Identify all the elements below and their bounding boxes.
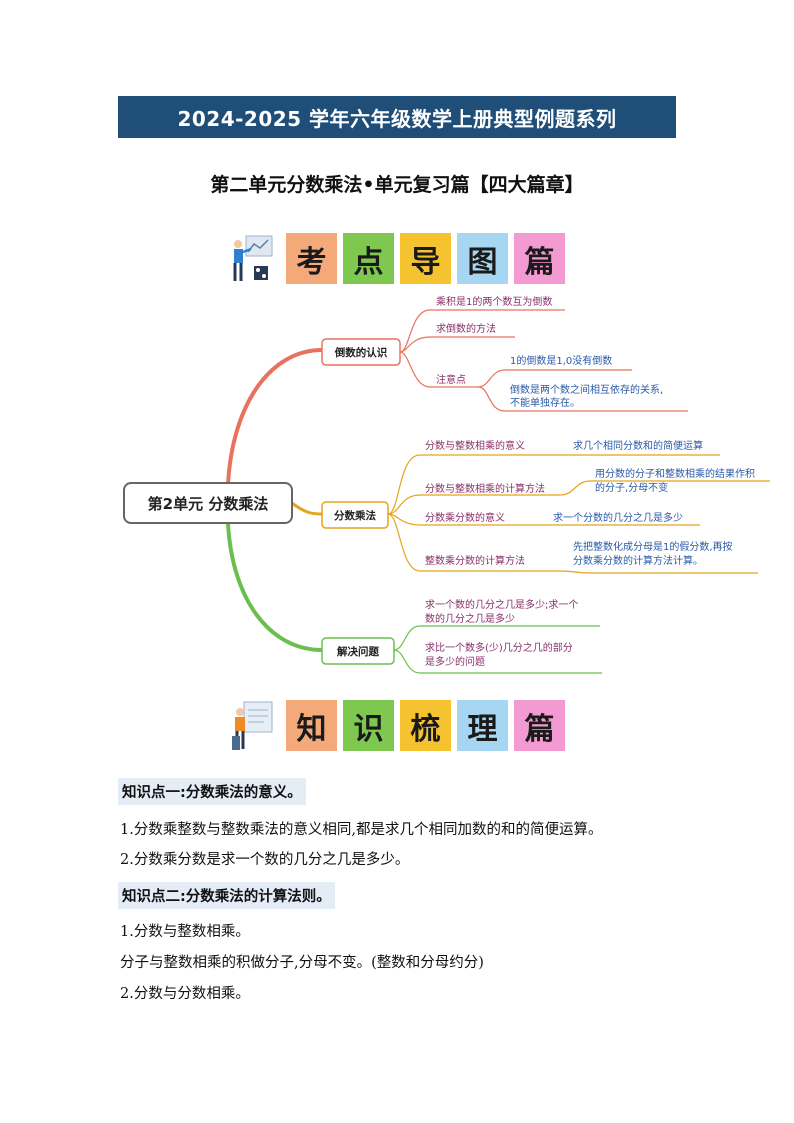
branch2-box bbox=[321, 501, 389, 529]
branch1-note: 1的倒数是1,0没有倒数 bbox=[510, 354, 612, 367]
chapter-tile: 梳 bbox=[400, 700, 451, 751]
branch1-item: 乘积是1的两个数互为倒数 bbox=[436, 295, 552, 308]
knowledge-point-2-title: 知识点二:分数乘法的计算法则。 bbox=[118, 882, 335, 909]
unit-mindmap: 第2单元 分数乘法 倒数的认识 乘积是1的两个数互为倒数 求倒数的方法 注意点 … bbox=[123, 295, 770, 674]
branch1-item: 求倒数的方法 bbox=[436, 322, 496, 335]
chapter-tile: 篇 bbox=[514, 700, 565, 751]
chapter-tile: 理 bbox=[457, 700, 508, 751]
branch2-detail: 求几个相同分数和的简便运算 bbox=[573, 439, 703, 452]
knowledge-line: 2.分数乘分数是求一个数的几分之几是多少。 bbox=[120, 852, 410, 868]
mindmap-chapter-tiles: 考 点 导 图 篇 bbox=[286, 233, 565, 284]
branch1-note: 不能单独存在。 bbox=[510, 396, 580, 409]
branch3-box bbox=[321, 637, 395, 665]
branch3-item: 是多少的问题 bbox=[425, 655, 485, 668]
branch-line-3 bbox=[226, 522, 323, 652]
series-title: 2024-2025 学年六年级数学上册典型例题系列 bbox=[177, 106, 617, 131]
branch2-item: 整数乘分数的计算方法 bbox=[425, 554, 525, 567]
branch1-note: 倒数是两个数之间相互依存的关系, bbox=[510, 383, 663, 396]
branch2-detail: 先把整数化成分母是1的假分数,再按 bbox=[573, 540, 733, 553]
branch2-detail: 用分数的分子和整数相乘的结果作积 bbox=[595, 467, 755, 480]
teacher-board-icon bbox=[232, 701, 273, 750]
branch1-item: 注意点 bbox=[436, 373, 466, 386]
chapter-tile: 知 bbox=[286, 700, 337, 751]
branch2-item: 分数与整数相乘的计算方法 bbox=[425, 482, 545, 495]
series-title-banner: 2024-2025 学年六年级数学上册典型例题系列 bbox=[118, 96, 676, 138]
root-node-box bbox=[123, 482, 293, 524]
chapter-tile: 考 bbox=[286, 233, 337, 284]
knowledge-line: 2.分数与分数相乘。 bbox=[120, 986, 250, 1002]
branch3-label: 解决问题 bbox=[336, 645, 379, 658]
knowledge-line: 1.分数乘整数与整数乘法的意义相同,都是求几个相同加数的和的简便运算。 bbox=[120, 822, 603, 838]
branch-line-2 bbox=[291, 501, 323, 516]
knowledge-chapter-tiles: 知 识 梳 理 篇 bbox=[286, 700, 565, 751]
knowledge-line: 1.分数与整数相乘。 bbox=[120, 924, 250, 940]
branch1-label: 倒数的认识 bbox=[334, 346, 388, 359]
branch3-item: 求一个数的几分之几是多少;求一个 bbox=[425, 598, 578, 611]
branch-line-1 bbox=[226, 348, 323, 486]
chapter-tile: 图 bbox=[457, 233, 508, 284]
chapter-tile: 导 bbox=[400, 233, 451, 284]
knowledge-line: 分子与整数相乘的积做分子,分母不变。(整数和分母约分) bbox=[120, 955, 484, 971]
branch2-detail: 分数乘分数的计算方法计算。 bbox=[573, 554, 703, 567]
knowledge-point-1-title: 知识点一:分数乘法的意义。 bbox=[118, 778, 306, 805]
chapter-tile: 篇 bbox=[514, 233, 565, 284]
branch3-item: 求比一个数多(少)几分之几的部分 bbox=[425, 641, 573, 654]
root-node: 第2单元 分数乘法 bbox=[148, 495, 269, 513]
chapter-tile: 点 bbox=[343, 233, 394, 284]
branch2-label: 分数乘法 bbox=[334, 509, 376, 522]
branch3-item: 数的几分之几是多少 bbox=[425, 612, 515, 625]
chapter-tile: 识 bbox=[343, 700, 394, 751]
branch2-item: 分数与整数相乘的意义 bbox=[425, 439, 525, 452]
branch2-detail: 的分子,分母不变 bbox=[595, 481, 668, 494]
branch2-detail: 求一个分数的几分之几是多少 bbox=[553, 511, 683, 524]
branch2-item: 分数乘分数的意义 bbox=[425, 511, 505, 524]
unit-title: 第二单元分数乘法•单元复习篇【四大篇章】 bbox=[210, 174, 584, 196]
teacher-chart-icon bbox=[233, 235, 273, 281]
